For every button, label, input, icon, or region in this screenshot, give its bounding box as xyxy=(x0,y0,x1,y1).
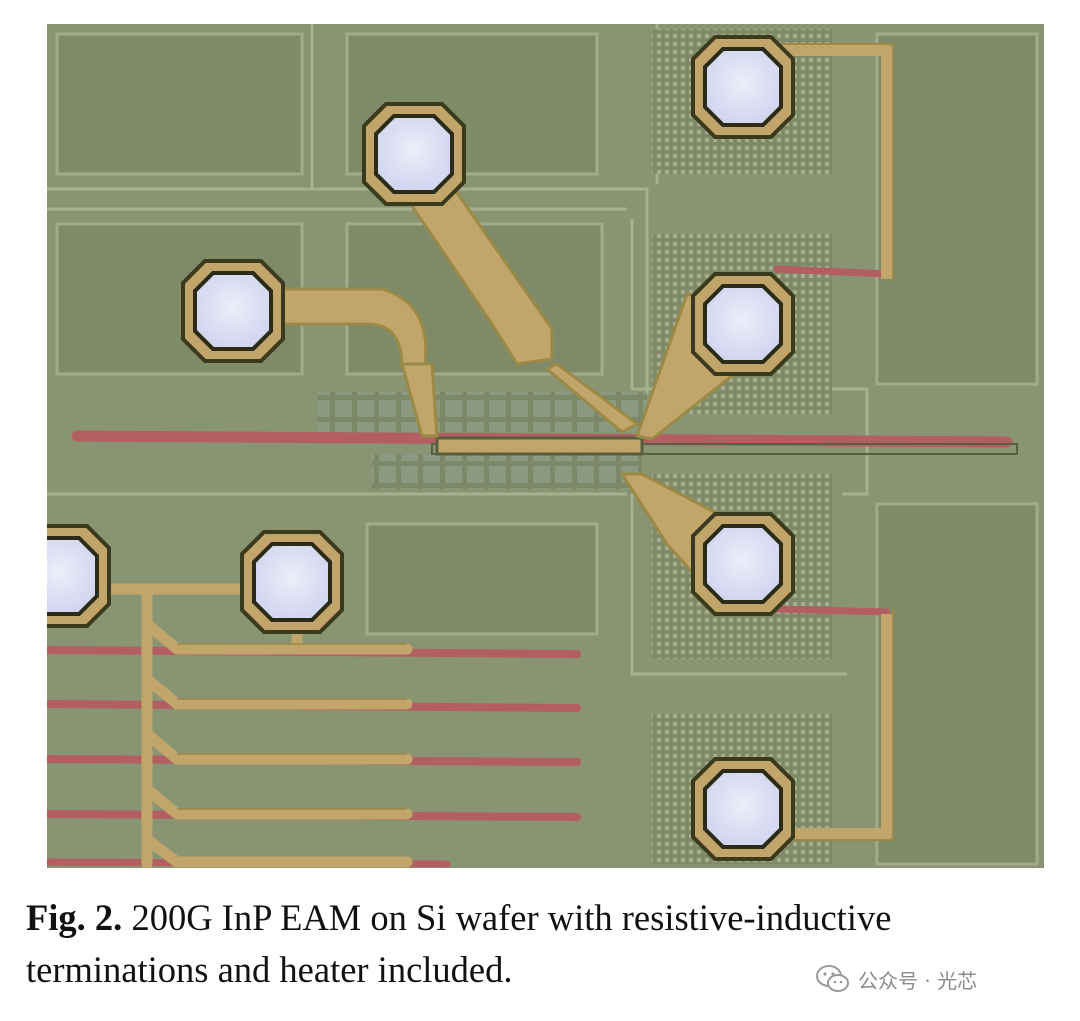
return-loops xyxy=(777,44,893,840)
caption-text: 200G InP EAM on Si wafer with resistive-… xyxy=(26,897,892,990)
bond-pad xyxy=(691,512,795,616)
waveguide xyxy=(431,443,1018,455)
fill-tiles-lower xyxy=(372,454,642,489)
eam-core xyxy=(435,436,644,456)
bond-pad xyxy=(362,102,466,206)
bond-pad xyxy=(691,757,795,861)
watermark: 公众号 · 光芯 xyxy=(816,962,977,996)
bond-pad xyxy=(240,530,344,634)
bond-pads xyxy=(47,35,795,861)
bond-pad xyxy=(47,524,111,628)
wechat-icon xyxy=(816,965,849,992)
eam-micrograph xyxy=(47,24,1044,868)
bond-pad xyxy=(181,259,285,363)
figure-caption: Fig. 2. 200G InP EAM on Si wafer with re… xyxy=(26,892,1066,996)
bus-comb xyxy=(91,583,413,868)
bond-pad xyxy=(691,35,795,139)
watermark-text: 公众号 · 光芯 xyxy=(858,968,978,993)
bond-pad xyxy=(691,272,795,376)
figure-number: Fig. 2. xyxy=(26,897,123,938)
